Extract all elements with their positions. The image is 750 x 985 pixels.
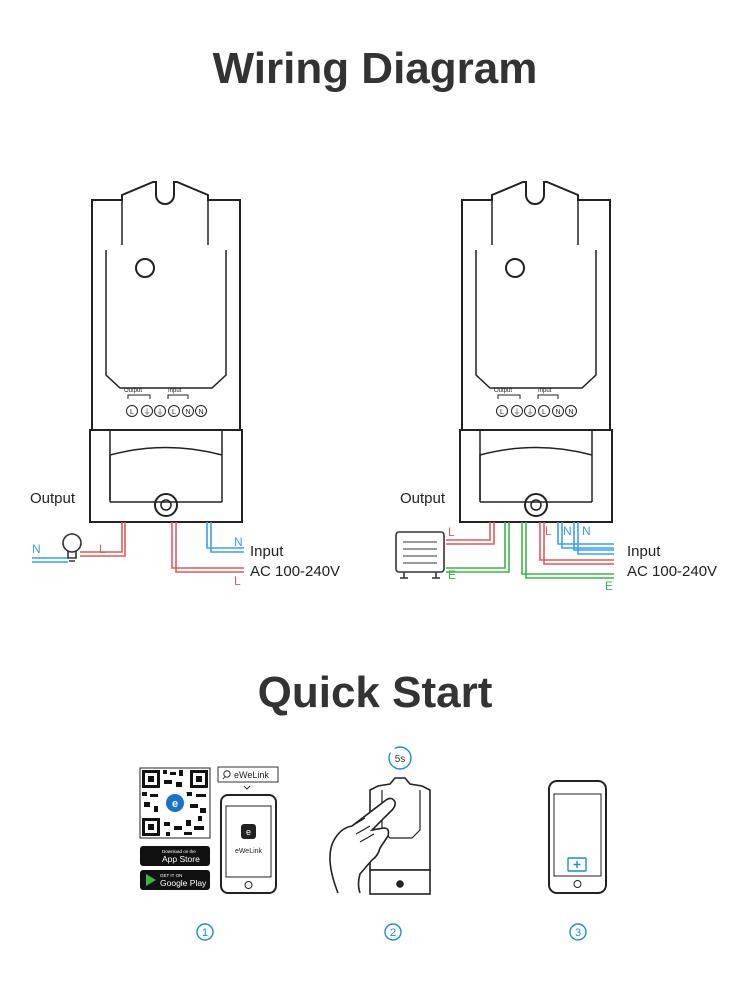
left-terminal-l1: L bbox=[130, 409, 134, 416]
right-terminal-e1: ⏚ bbox=[514, 408, 521, 416]
left-input-neutral-wire-b bbox=[210, 522, 244, 553]
step-2-number: 2 bbox=[390, 927, 396, 939]
right-input-n-label-1: N bbox=[563, 524, 572, 538]
left-input-live-wire-b bbox=[175, 522, 244, 573]
left-wire-labels: N L N L bbox=[32, 535, 243, 588]
svg-text:e: e bbox=[246, 827, 251, 837]
right-input-neutral-wire-b bbox=[561, 522, 614, 549]
wiring-diagram-title: Wiring Diagram bbox=[212, 44, 538, 93]
right-input-l-label: L bbox=[545, 524, 552, 538]
left-lamp-l-label: L bbox=[99, 542, 106, 556]
step-3-circle bbox=[569, 923, 587, 941]
right-terminal-l2: L bbox=[542, 409, 546, 416]
phone-step1: e eWeLink bbox=[220, 794, 277, 894]
right-output-earth-wire bbox=[446, 522, 506, 569]
ewelink-search-box[interactable]: eWeLink bbox=[217, 766, 279, 783]
svg-text:e: e bbox=[172, 798, 178, 810]
right-input-neutral-wire bbox=[557, 522, 614, 545]
right-terminal-n2: N bbox=[568, 409, 573, 416]
app-store-small-text: Download on the bbox=[162, 849, 196, 854]
search-icon bbox=[223, 770, 231, 778]
search-box-text: eWeLink bbox=[234, 770, 269, 780]
left-ac-label: AC 100-240V bbox=[250, 563, 340, 580]
step-2-circle bbox=[384, 923, 402, 941]
right-output-l-label: L bbox=[448, 525, 455, 539]
right-wire-labels: L E L N N E bbox=[448, 524, 613, 593]
right-input-e-label: E bbox=[605, 579, 613, 593]
left-output-live-wire-b bbox=[80, 522, 126, 557]
qr-code: e bbox=[139, 767, 211, 839]
right-output-earth-wire-b bbox=[446, 522, 510, 573]
right-output-label: Output bbox=[400, 490, 446, 507]
left-output-live-wire bbox=[80, 522, 123, 553]
left-input-l-label: L bbox=[234, 574, 241, 588]
google-play-badge[interactable]: GET IT ON Google Play bbox=[140, 870, 210, 890]
right-input-n-label-2: N bbox=[582, 524, 591, 538]
ewelink-app-icon bbox=[241, 824, 256, 839]
step-numbers: 1 2 3 bbox=[196, 923, 587, 941]
phone-step3 bbox=[548, 780, 607, 894]
left-terminal-e1: ⏚ bbox=[144, 408, 151, 416]
left-input-neutral-wire bbox=[206, 522, 244, 549]
right-terminal-output-label: Output bbox=[494, 388, 512, 394]
ewelink-app-name: eWeLink bbox=[235, 848, 263, 855]
left-input-n-label: N bbox=[234, 535, 243, 549]
left-terminal-n1: N bbox=[185, 409, 190, 416]
right-wires bbox=[446, 522, 614, 579]
app-store-badge[interactable]: Download on the App Store bbox=[140, 846, 210, 866]
right-terminal-n1: N bbox=[555, 409, 560, 416]
right-output-live-wire-b bbox=[446, 522, 495, 545]
left-input-label: Input bbox=[250, 543, 284, 560]
right-input-live-wire-b bbox=[543, 522, 614, 565]
chevron-down-icon bbox=[243, 785, 251, 790]
step-1-circle bbox=[196, 923, 214, 941]
left-wires bbox=[32, 522, 244, 573]
left-terminal-block: Output Input L ⏚ ⏚ L N N bbox=[124, 388, 207, 417]
right-terminal-input-label: Input bbox=[538, 388, 552, 394]
step-1-number: 1 bbox=[202, 927, 208, 939]
right-input-earth-wire-b bbox=[525, 522, 614, 579]
right-input-neutral-wire-d bbox=[577, 522, 614, 555]
right-output-live-wire bbox=[446, 522, 491, 541]
right-input-live-wire bbox=[539, 522, 614, 561]
left-switch-device bbox=[89, 181, 243, 523]
left-terminal-input-label: Input bbox=[168, 388, 182, 394]
google-play-small-text: GET IT ON bbox=[160, 873, 182, 878]
left-input-live-wire bbox=[171, 522, 244, 569]
right-terminal-block: Output Input L ⏚ ⏚ L N N bbox=[494, 388, 577, 417]
heater-appliance-icon bbox=[395, 531, 445, 579]
lightbulb-icon bbox=[62, 533, 82, 562]
right-input-neutral-wire-c bbox=[573, 522, 614, 551]
left-terminal-n2: N bbox=[198, 409, 203, 416]
left-terminal-output-label: Output bbox=[124, 388, 142, 394]
right-input-earth-wire bbox=[521, 522, 614, 575]
right-output-e-label: E bbox=[448, 568, 456, 582]
timer-5s-icon: 5s bbox=[388, 746, 412, 770]
google-play-icon bbox=[146, 874, 156, 886]
timer-text: 5s bbox=[395, 754, 406, 765]
right-terminal-e2: ⏚ bbox=[527, 408, 534, 416]
quick-start-title: Quick Start bbox=[257, 668, 493, 717]
app-store-big-text: App Store bbox=[162, 854, 200, 864]
right-terminal-l1: L bbox=[500, 409, 504, 416]
left-terminal-e2: ⏚ bbox=[157, 408, 164, 416]
google-play-big-text: Google Play bbox=[160, 878, 207, 888]
right-ac-label: AC 100-240V bbox=[627, 563, 717, 580]
right-switch-device bbox=[459, 181, 613, 523]
left-output-label: Output bbox=[30, 490, 76, 507]
right-input-label: Input bbox=[627, 543, 661, 560]
hand-pressing-icon bbox=[329, 797, 396, 894]
left-lamp-n-label: N bbox=[32, 542, 41, 556]
step-3-number: 3 bbox=[575, 927, 581, 939]
left-terminal-l2: L bbox=[172, 409, 176, 416]
